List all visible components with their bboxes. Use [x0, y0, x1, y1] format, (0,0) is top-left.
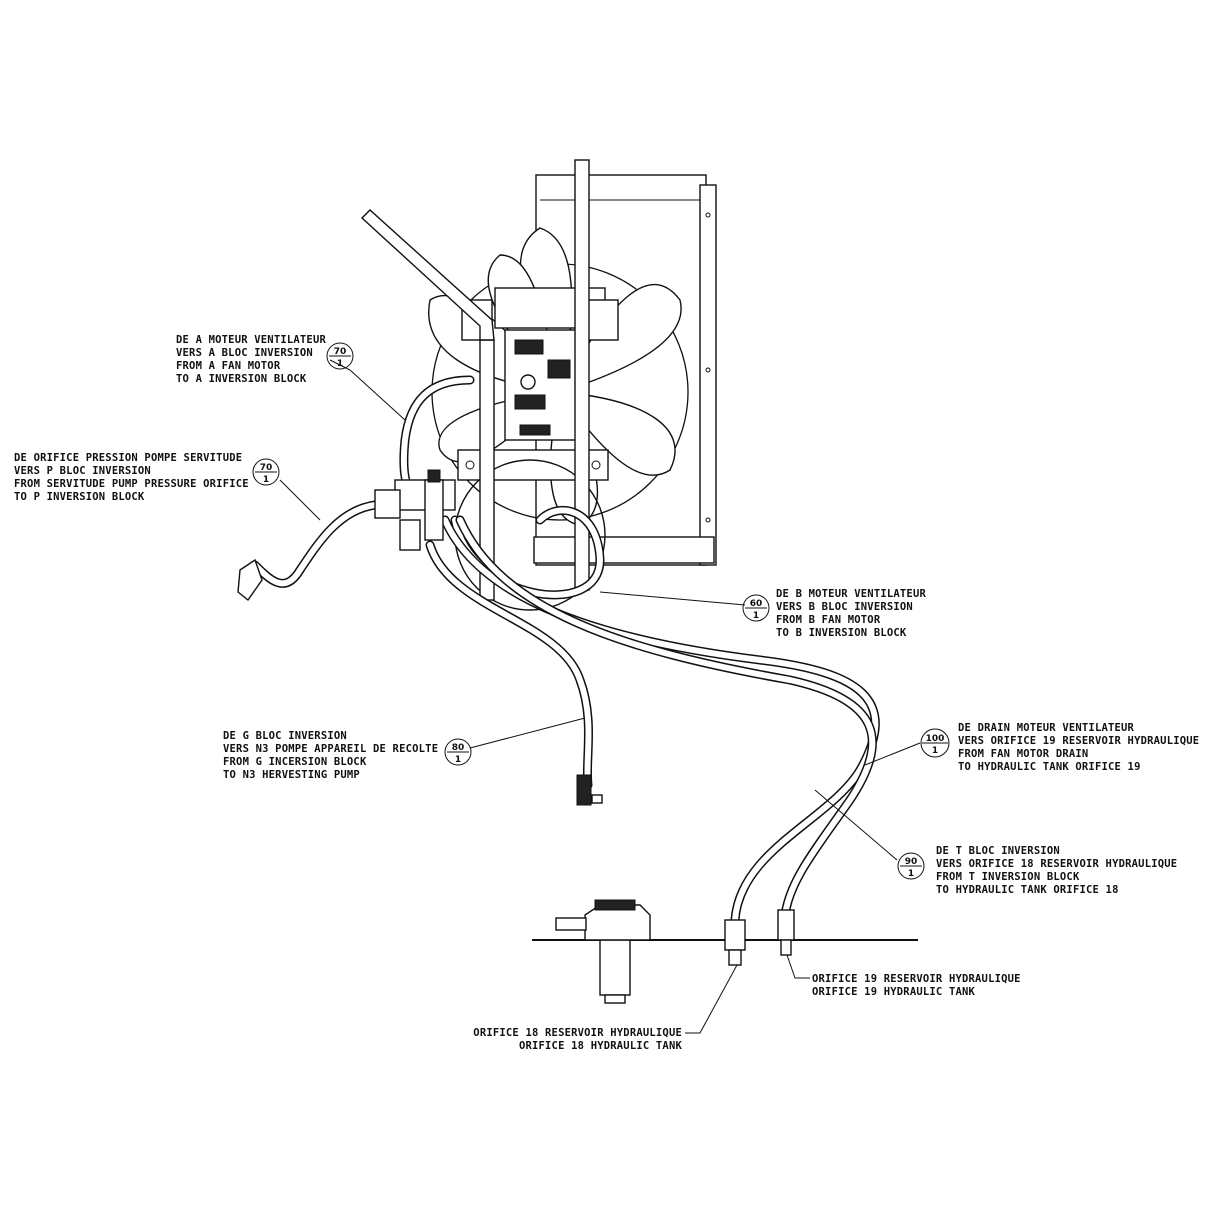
svg-text:FROM FAN MOTOR DRAIN: FROM FAN MOTOR DRAIN — [958, 748, 1088, 760]
svg-text:70: 70 — [260, 463, 273, 473]
leader-lines — [279, 359, 921, 1034]
svg-text:VERS ORIFICE 18 RESERVOIR HYDR: VERS ORIFICE 18 RESERVOIR HYDRAULIQUE — [936, 858, 1177, 870]
svg-text:ORIFICE 18 HYDRAULIC TANK: ORIFICE 18 HYDRAULIC TANK — [519, 1040, 683, 1052]
svg-text:DE T BLOC INVERSION: DE T BLOC INVERSION — [936, 845, 1060, 857]
svg-text:VERS B BLOC INVERSION: VERS B BLOC INVERSION — [776, 601, 913, 613]
svg-text:TO B INVERSION BLOCK: TO B INVERSION BLOCK — [776, 627, 907, 639]
svg-text:TO HYDRAULIC TANK ORIFICE 18: TO HYDRAULIC TANK ORIFICE 18 — [936, 884, 1119, 896]
svg-text:80: 80 — [452, 743, 465, 753]
svg-text:1: 1 — [455, 755, 461, 765]
svg-text:VERS A BLOC INVERSION: VERS A BLOC INVERSION — [176, 347, 313, 359]
svg-text:DE G BLOC INVERSION: DE G BLOC INVERSION — [223, 730, 347, 742]
bubble-b-fan-motor: 60 1 — [742, 594, 770, 622]
svg-text:60: 60 — [750, 599, 763, 609]
svg-text:DE DRAIN MOTEUR VENTILATEUR: DE DRAIN MOTEUR VENTILATEUR — [958, 722, 1135, 734]
hydraulic-tank — [532, 899, 918, 1004]
port-label-orifice-19: ORIFICE 19 RESERVOIR HYDRAULIQUE ORIFICE… — [812, 973, 1021, 998]
callout-a-fan-motor: DE A MOTEUR VENTILATEUR VERS A BLOC INVE… — [176, 334, 326, 385]
svg-text:FROM SERVITUDE PUMP PRESSURE O: FROM SERVITUDE PUMP PRESSURE ORIFICE — [14, 478, 249, 490]
svg-text:VERS P BLOC INVERSION: VERS P BLOC INVERSION — [14, 465, 151, 477]
svg-text:TO A INVERSION BLOCK: TO A INVERSION BLOCK — [176, 373, 307, 385]
svg-text:ORIFICE 19 RESERVOIR HYDRAULIQ: ORIFICE 19 RESERVOIR HYDRAULIQUE — [812, 973, 1021, 985]
svg-text:70: 70 — [334, 347, 347, 357]
svg-text:FROM B FAN MOTOR: FROM B FAN MOTOR — [776, 614, 881, 626]
bubble-g-inversion: 80 1 — [444, 738, 472, 766]
bubble-t-inversion: 90 1 — [897, 852, 925, 880]
svg-text:VERS N3 POMPE APPAREIL DE RECO: VERS N3 POMPE APPAREIL DE RECOLTE — [223, 743, 438, 755]
svg-text:1: 1 — [263, 475, 269, 485]
svg-text:90: 90 — [905, 857, 918, 867]
svg-text:TO N3 HERVESTING PUMP: TO N3 HERVESTING PUMP — [223, 769, 360, 781]
svg-text:FROM T INVERSION BLOCK: FROM T INVERSION BLOCK — [936, 871, 1080, 883]
support-bars — [360, 159, 590, 601]
svg-text:DE B MOTEUR VENTILATEUR: DE B MOTEUR VENTILATEUR — [776, 588, 926, 600]
svg-text:1: 1 — [753, 611, 759, 621]
hoses — [250, 375, 880, 925]
callout-t-inversion: DE T BLOC INVERSION VERS ORIFICE 18 RESE… — [936, 845, 1177, 896]
svg-text:ORIFICE 18 RESERVOIR HYDRAULIQ: ORIFICE 18 RESERVOIR HYDRAULIQUE — [473, 1027, 682, 1039]
inversion-block — [237, 469, 603, 806]
callout-p-inversion: DE ORIFICE PRESSION POMPE SERVITUDE VERS… — [14, 452, 249, 503]
svg-text:100: 100 — [926, 734, 945, 744]
svg-text:TO P INVERSION BLOCK: TO P INVERSION BLOCK — [14, 491, 145, 503]
svg-text:FROM A FAN MOTOR: FROM A FAN MOTOR — [176, 360, 281, 372]
callout-g-inversion: DE G BLOC INVERSION VERS N3 POMPE APPARE… — [223, 730, 438, 781]
callout-drain-fan-motor: DE DRAIN MOTEUR VENTILATEUR VERS ORIFICE… — [958, 722, 1199, 773]
svg-text:ORIFICE 19 HYDRAULIC TANK: ORIFICE 19 HYDRAULIC TANK — [812, 986, 976, 998]
callout-b-fan-motor: DE B MOTEUR VENTILATEUR VERS B BLOC INVE… — [776, 588, 926, 639]
svg-text:DE A MOTEUR VENTILATEUR: DE A MOTEUR VENTILATEUR — [176, 334, 326, 346]
bubble-a-fan-motor: 70 1 — [326, 342, 354, 370]
svg-text:TO HYDRAULIC TANK ORIFICE 19: TO HYDRAULIC TANK ORIFICE 19 — [958, 761, 1141, 773]
svg-text:1: 1 — [337, 359, 343, 369]
port-label-orifice-18: ORIFICE 18 RESERVOIR HYDRAULIQUE ORIFICE… — [473, 1027, 682, 1052]
bubble-drain-fan-motor: 100 1 — [920, 728, 950, 758]
svg-text:1: 1 — [932, 746, 938, 756]
svg-text:VERS ORIFICE 19 RESERVOIR HYDR: VERS ORIFICE 19 RESERVOIR HYDRAULIQUE — [958, 735, 1199, 747]
bubble-p-inversion: 70 1 — [252, 458, 280, 486]
svg-text:DE ORIFICE PRESSION POMPE SERV: DE ORIFICE PRESSION POMPE SERVITUDE — [14, 452, 242, 464]
svg-text:1: 1 — [908, 869, 914, 879]
svg-text:FROM G INCERSION BLOCK: FROM G INCERSION BLOCK — [223, 756, 367, 768]
